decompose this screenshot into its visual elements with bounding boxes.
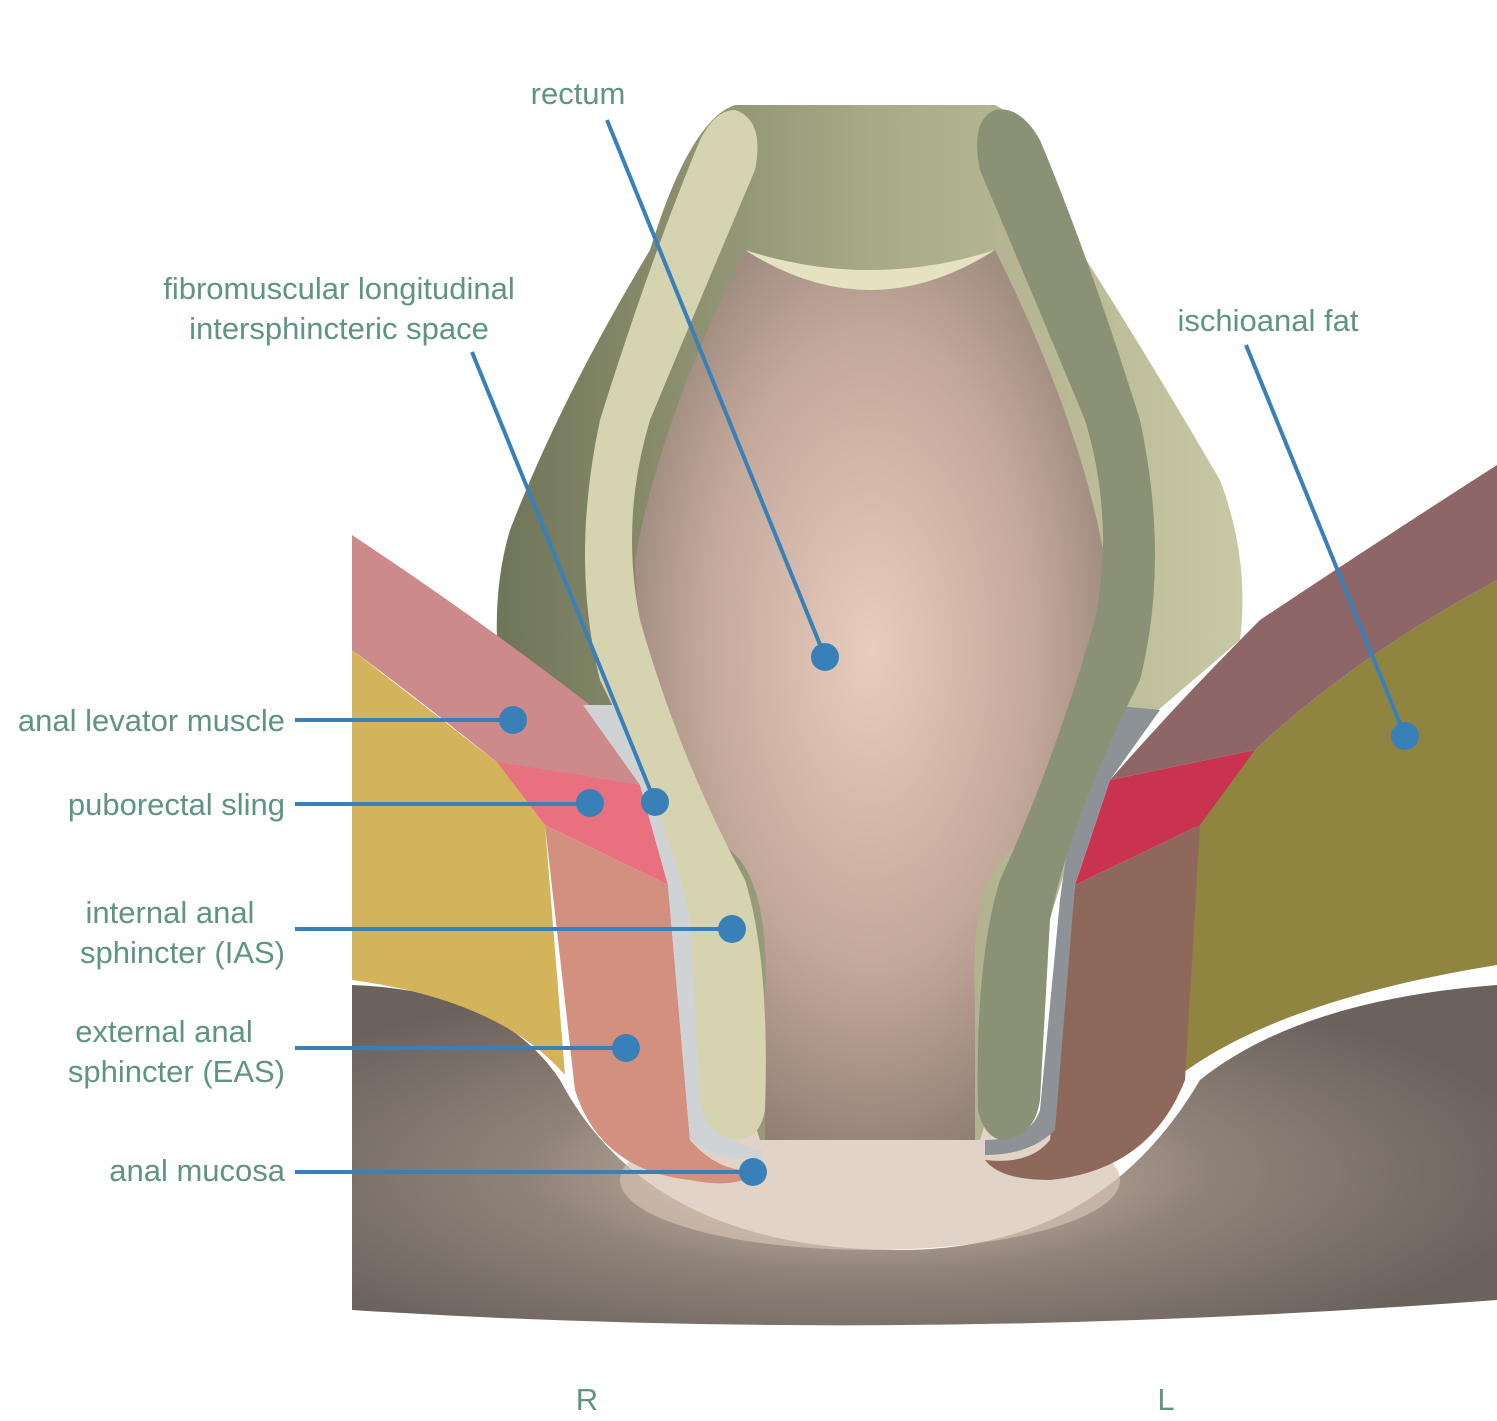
label-puborectal-sling: puborectal sling bbox=[68, 787, 285, 822]
left-puborectal-sling bbox=[497, 762, 668, 885]
rectum-rim bbox=[745, 250, 995, 290]
label-ias-line2: sphincter (IAS) bbox=[80, 935, 285, 970]
label-fibromuscular-line2: intersphincteric space bbox=[189, 311, 489, 346]
label-eas-line2: sphincter (EAS) bbox=[68, 1054, 285, 1089]
orientation-left: L bbox=[1157, 1382, 1174, 1417]
rectum-lumen bbox=[635, 250, 1106, 1140]
fibromuscular-leader bbox=[470, 351, 657, 803]
left-levator-muscle bbox=[352, 535, 650, 790]
puborectal-marker bbox=[576, 789, 604, 817]
left-internal-anal-sphincter bbox=[585, 110, 766, 1140]
label-anal-levator-muscle: anal levator muscle bbox=[18, 703, 285, 738]
anal-mucosa-marker bbox=[739, 1158, 767, 1186]
label-rectum: rectum bbox=[531, 76, 626, 111]
left-intersphincteric-space bbox=[583, 705, 762, 1160]
rectum-leader bbox=[605, 119, 827, 658]
label-anal-mucosa: anal mucosa bbox=[109, 1153, 286, 1188]
ischioanal-fat-leader bbox=[1244, 344, 1407, 737]
label-ias-line1: internal anal bbox=[86, 895, 255, 930]
label-ischioanal-fat: ischioanal fat bbox=[1178, 303, 1359, 338]
right-puborectal-sling bbox=[1075, 750, 1255, 885]
orientation-right: R bbox=[576, 1382, 598, 1417]
perineum-floor bbox=[352, 985, 1497, 1326]
anal-levator-marker bbox=[499, 706, 527, 734]
right-ischioanal-fat bbox=[1180, 580, 1497, 1075]
label-fibromuscular-line1: fibromuscular longitudinal bbox=[163, 271, 515, 306]
fibromuscular-marker bbox=[641, 788, 669, 816]
left-ischioanal-fat bbox=[352, 650, 565, 1075]
eas-marker bbox=[612, 1034, 640, 1062]
right-internal-anal-sphincter bbox=[977, 109, 1155, 1140]
right-levator-muscle bbox=[1110, 465, 1497, 780]
ias-marker bbox=[718, 915, 746, 943]
rectum-marker bbox=[811, 643, 839, 671]
right-external-anal-sphincter bbox=[985, 825, 1200, 1180]
ischioanal-fat-marker bbox=[1391, 722, 1419, 750]
left-external-anal-sphincter bbox=[545, 825, 760, 1184]
label-eas-line1: external anal bbox=[75, 1014, 253, 1049]
